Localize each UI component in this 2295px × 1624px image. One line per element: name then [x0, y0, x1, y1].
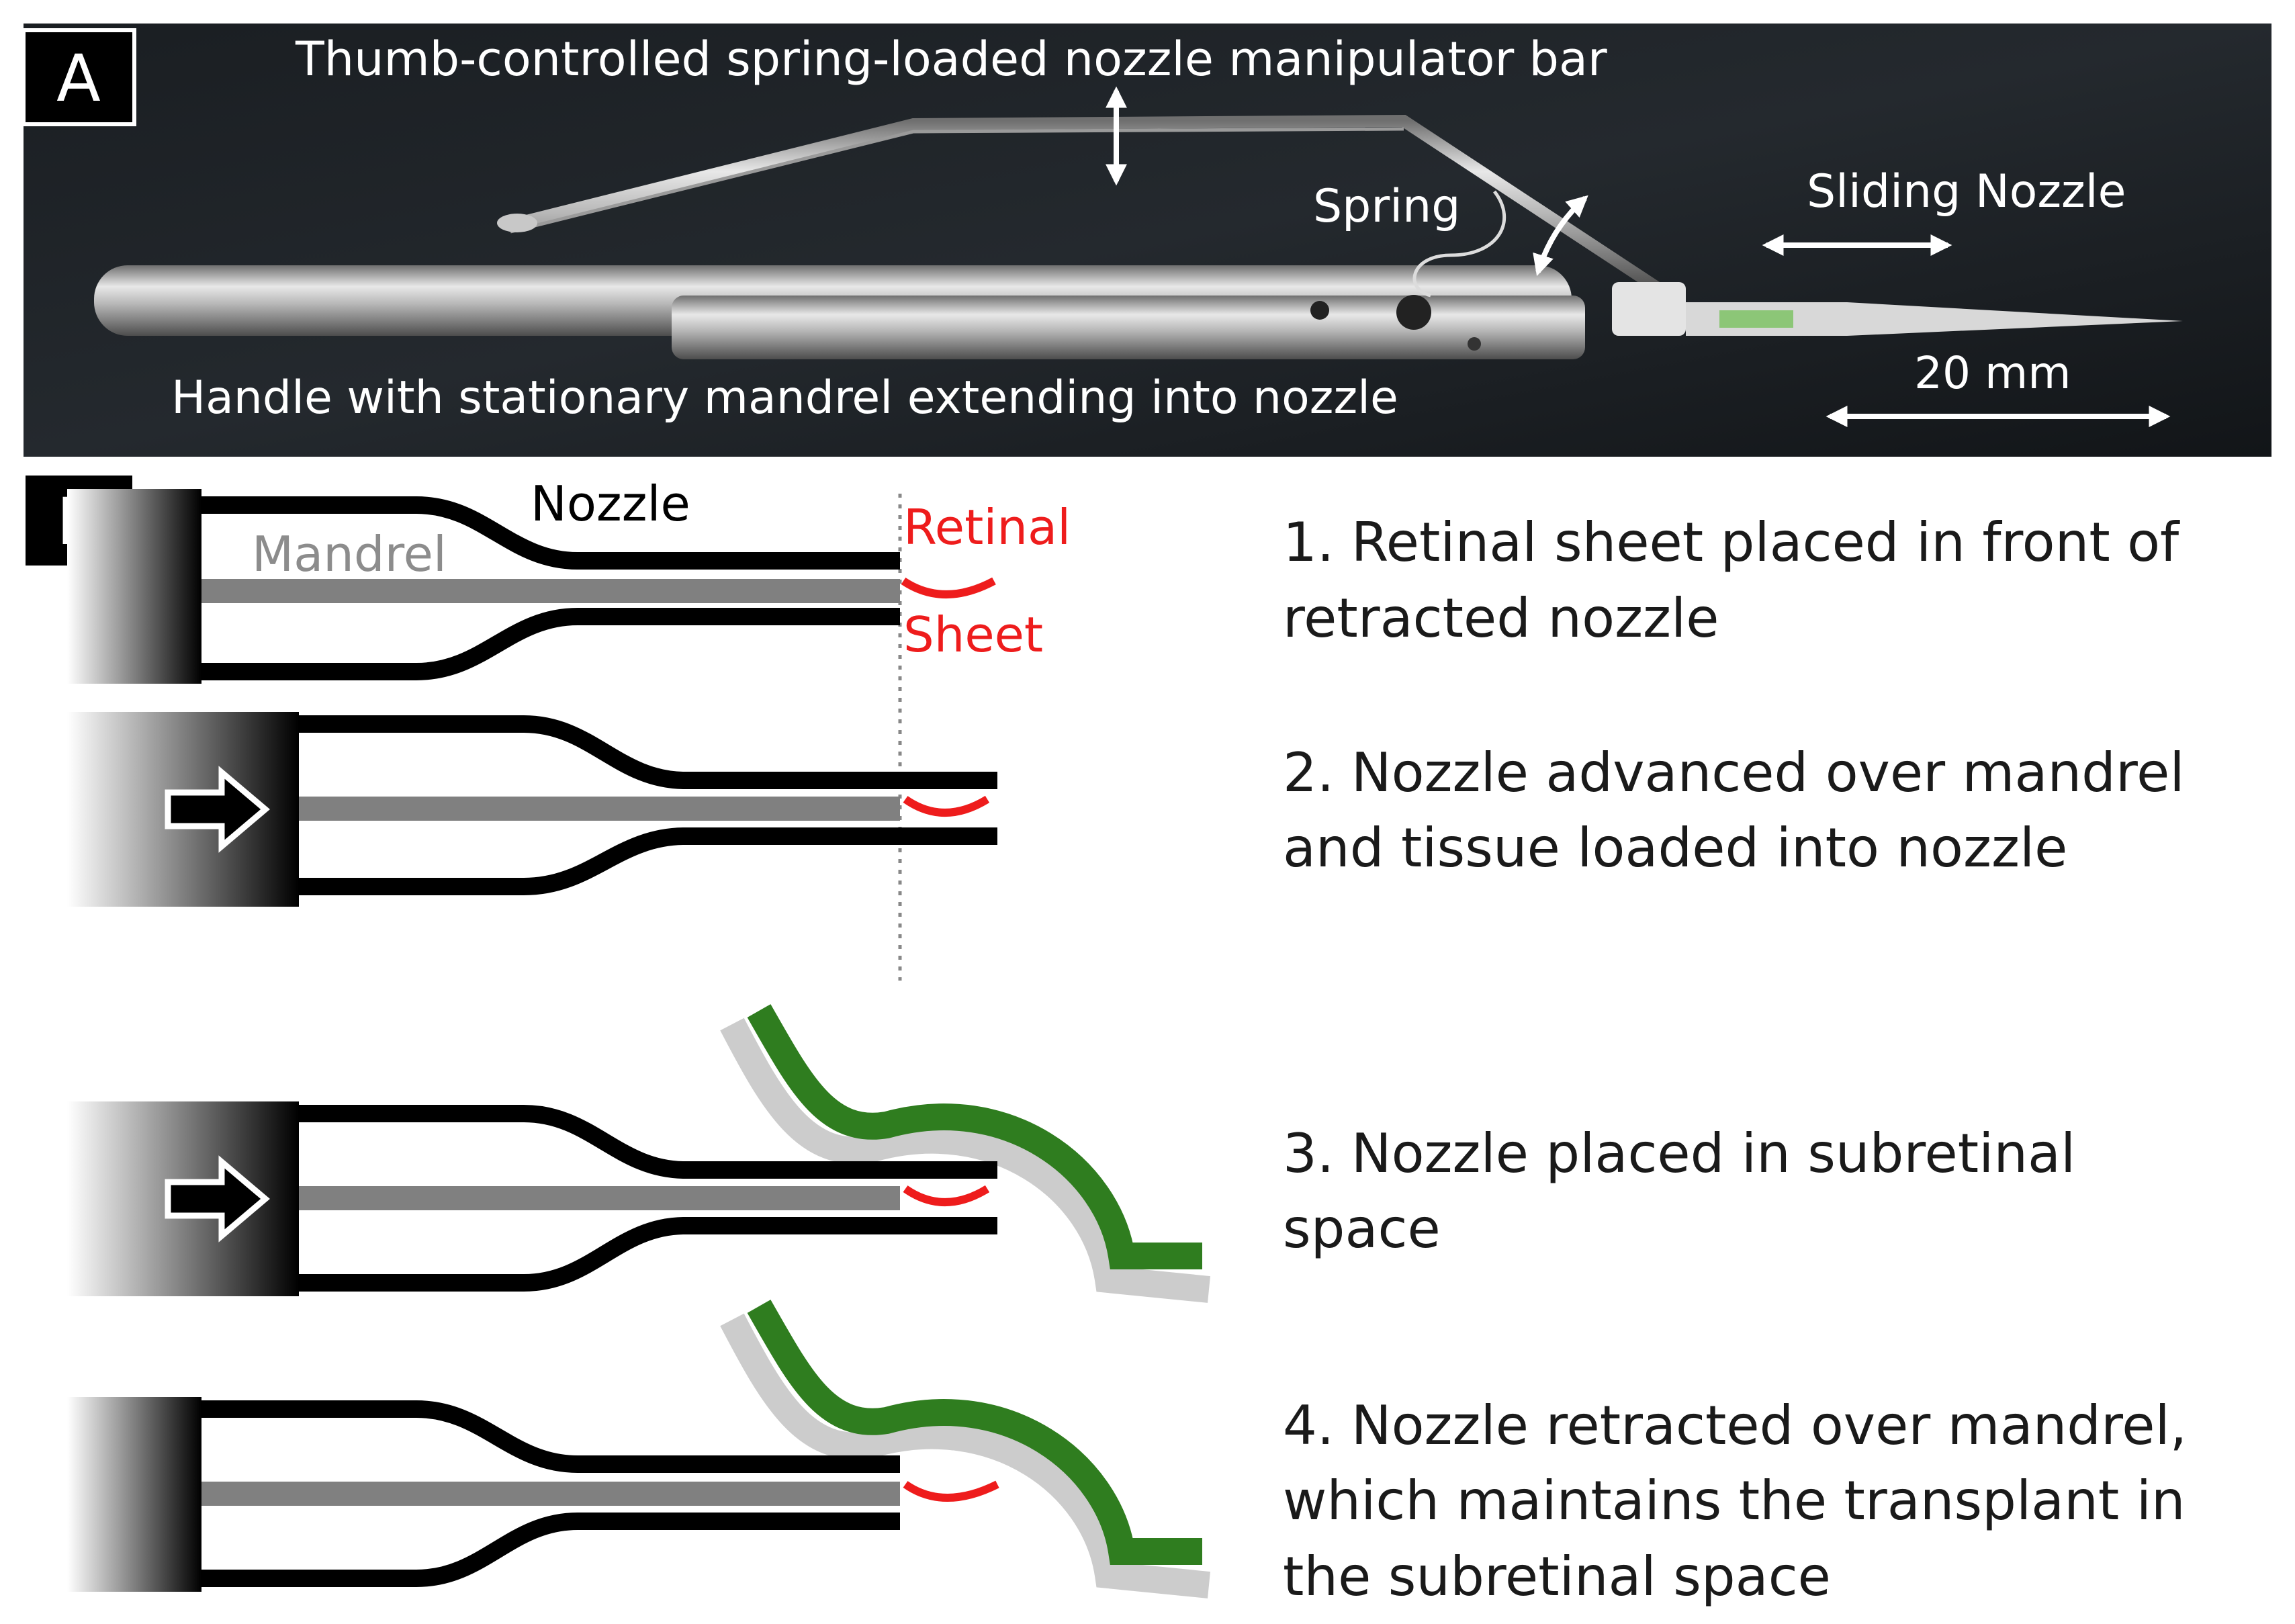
nozzle-upper-wall [201, 496, 900, 570]
step-2-line-2: and tissue loaded into nozzle [1283, 817, 2067, 879]
step-2-line-1: 2. Nozzle advanced over mandrel [1283, 741, 2185, 804]
mandrel-label: Mandrel [252, 526, 447, 582]
retinal-sheet [903, 1480, 999, 1502]
instrument-photo [94, 114, 2183, 359]
step-2-diagram [67, 712, 997, 907]
spring-arrow [1533, 195, 1588, 277]
spring-label: Spring [1313, 180, 1460, 233]
step-1-diagram: Nozzle Mandrel Retinal Sheet [67, 476, 1071, 684]
sheet-label: Sheet [903, 606, 1043, 663]
mandrel [299, 1186, 900, 1210]
handle-block [67, 1397, 201, 1592]
manipulator-bar-label: Thumb-controlled spring-loaded nozzle ma… [295, 32, 1607, 87]
advance-arrow-icon [165, 1155, 270, 1243]
spring-wire [1412, 190, 1506, 298]
handle-sleeve [672, 296, 1585, 359]
mandrel [201, 579, 900, 603]
step-4-diagram [67, 1300, 1210, 1598]
scale-bar-label: 20 mm [1914, 347, 2071, 399]
retina-layer [747, 1004, 1202, 1269]
nozzle-label: Nozzle [531, 476, 690, 532]
nozzle-upper-wall [299, 1105, 997, 1179]
retina-layer [747, 1300, 1202, 1565]
mandrel [299, 797, 900, 821]
step-3-line-2: space [1283, 1198, 1441, 1260]
panel-letter-a: A [56, 41, 101, 116]
retinal-sheet [903, 1185, 990, 1206]
step-1-line-1: 1. Retinal sheet placed in front of [1283, 511, 2180, 574]
step-3-line-1: 3. Nozzle placed in subretinal [1283, 1122, 2075, 1185]
sliding-nozzle-label: Sliding Nozzle [1807, 165, 2126, 218]
handle-block [67, 489, 201, 684]
nozzle-hub [1612, 282, 1686, 336]
step-4-line-2: which maintains the transplant in [1283, 1470, 2186, 1532]
nozzle-lower-wall [201, 608, 900, 680]
retinal-sheet [901, 577, 996, 598]
handle-label: Handle with stationary mandrel extending… [171, 371, 1398, 424]
step-4-line-3: the subretinal space [1283, 1545, 1831, 1608]
nozzle-lower-wall [201, 1513, 900, 1587]
nozzle-lower-wall [299, 827, 997, 895]
step-1-line-2: retracted nozzle [1283, 587, 1719, 649]
retinal-sheet [903, 795, 990, 817]
nozzle-upper-wall [299, 715, 997, 789]
rpe-layer [720, 1313, 1210, 1598]
panel-b: B Nozzle Mandrel Retinal Sheet [21, 471, 2187, 1608]
step-descriptions: 1. Retinal sheet placed in front of retr… [1283, 511, 2187, 1608]
manipulator-bar [504, 114, 1665, 295]
rpe-layer [720, 1018, 1210, 1303]
advance-arrow-icon [165, 766, 270, 853]
nozzle-upper-wall [201, 1400, 900, 1473]
step-4-line-1: 4. Nozzle retracted over mandrel, [1283, 1394, 2187, 1457]
nozzle-lower-wall [299, 1217, 997, 1292]
mandrel [201, 1482, 900, 1506]
step-3-diagram [67, 1004, 1210, 1303]
panel-a: Thumb-controlled spring-loaded nozzle ma… [21, 24, 2271, 457]
retinal-label: Retinal [903, 499, 1071, 555]
panel-letter-box-a [21, 28, 136, 126]
sliding-nozzle-needle [1686, 302, 2183, 336]
